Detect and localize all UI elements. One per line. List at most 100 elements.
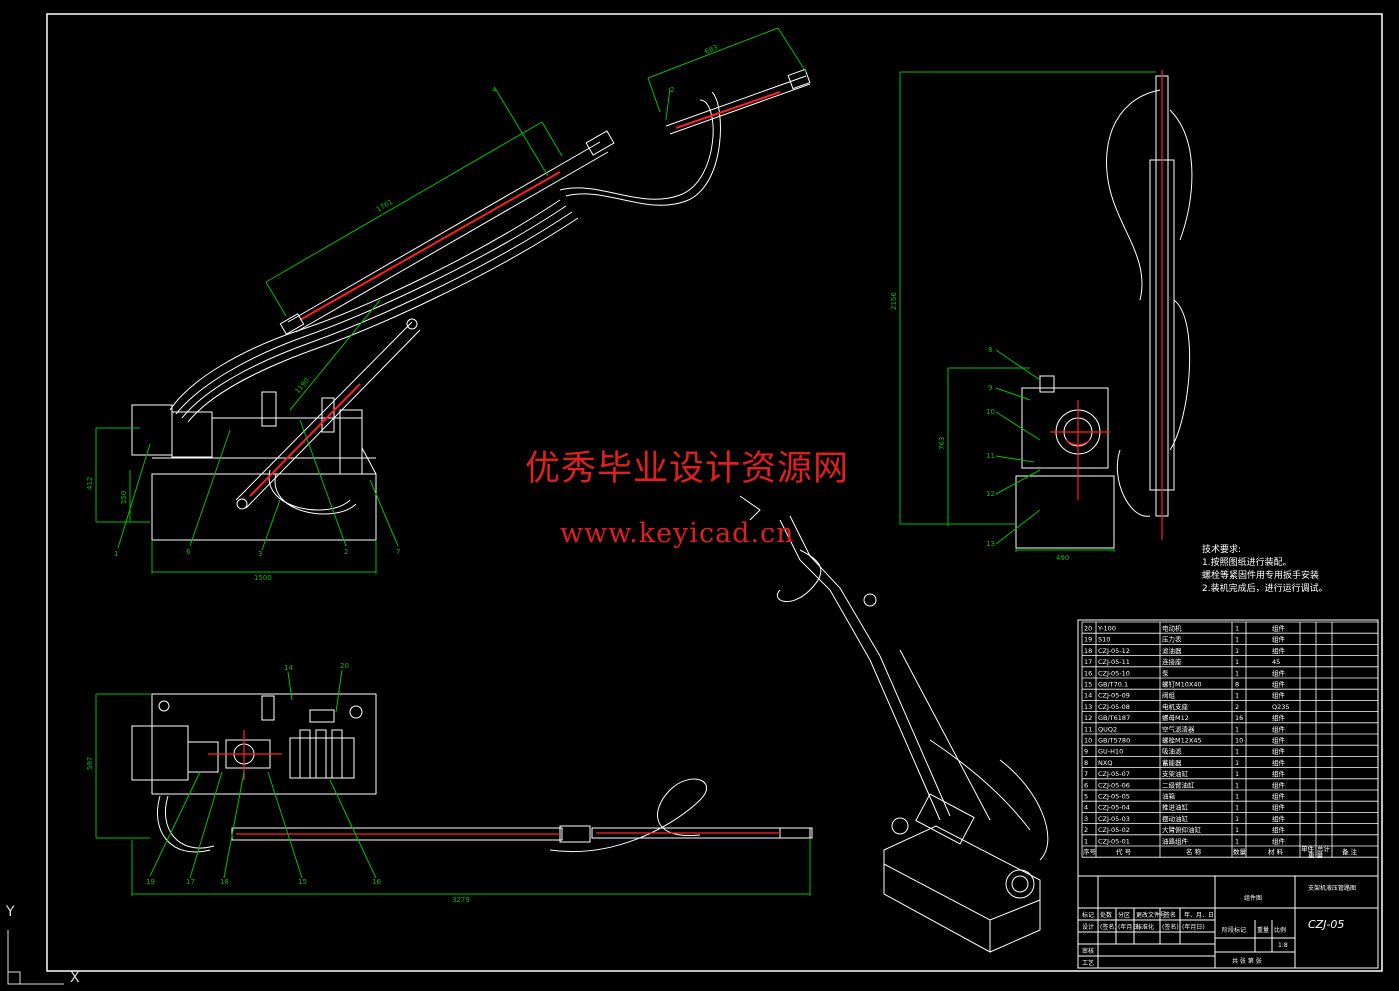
balloon-9: 9: [988, 384, 992, 392]
parts-row-code: GB/T6187: [1098, 714, 1130, 722]
parts-row-name: 吸油滤: [1162, 747, 1182, 756]
parts-row-qty: 10: [1235, 737, 1243, 745]
parts-row-name: 螺栓M12X45: [1162, 736, 1202, 745]
parts-row-no: 3: [1084, 815, 1088, 823]
front-upper-cylinder: [665, 68, 811, 135]
side-dimensions: [899, 71, 1156, 552]
dim-1761: 1761: [375, 198, 394, 214]
parts-row-material: 组件: [1272, 635, 1286, 644]
side-body: [1015, 75, 1193, 549]
dim-1500: 1500: [254, 574, 272, 582]
dim-412: 412: [86, 477, 94, 490]
parts-row-name: 电机支座: [1162, 702, 1189, 711]
parts-row-no: 5: [1084, 793, 1088, 801]
drawing-title: 支架机液压管路图: [1308, 884, 1356, 892]
balloon-4: 4: [492, 86, 497, 94]
parts-row-name: 压力表: [1162, 635, 1182, 644]
watermark-url[interactable]: www.keyicad.cn: [560, 518, 795, 549]
parts-row-code: CZJ-05-05: [1098, 793, 1130, 801]
parts-row-qty: 1: [1235, 692, 1239, 700]
parts-row-no: 9: [1084, 748, 1088, 756]
balloon-8: 8: [988, 346, 992, 354]
parts-row-no: 14: [1084, 692, 1092, 700]
parts-row-qty: 8: [1235, 681, 1239, 689]
balloon-13: 13: [986, 540, 995, 548]
scale-label: 比例: [1274, 926, 1286, 934]
parts-row-material: 组件: [1272, 769, 1286, 778]
parts-row-no: 2: [1084, 826, 1088, 834]
front-view: 1761 1190 683 412 250 1500 4 2 1 6 3 2 7: [86, 27, 811, 582]
dim-250: 250: [120, 491, 128, 504]
parts-row-qty: 1: [1235, 837, 1239, 845]
parts-row-qty: 1: [1235, 793, 1239, 801]
parts-row-code: CZJ-05-04: [1098, 804, 1130, 812]
title-row-label-1: 标记: [1082, 911, 1094, 919]
design-label-2: (签名): [1100, 923, 1117, 931]
parts-row-material: 组件: [1272, 836, 1286, 845]
parts-row-code: GB/T5780: [1098, 737, 1130, 745]
dim-490: 490: [1056, 554, 1069, 562]
parts-row-name: 空气滤清器: [1162, 724, 1195, 733]
parts-row-material: 组件: [1272, 814, 1286, 823]
parts-row-no: 8: [1084, 759, 1088, 767]
parts-row-material: 组件: [1272, 792, 1286, 801]
parts-row-code: GB/T70.1: [1098, 681, 1128, 689]
parts-row-material: 组件: [1272, 747, 1286, 756]
parts-row-material: 组件: [1272, 713, 1286, 722]
parts-header-code: 代 号: [1116, 847, 1132, 856]
parts-row-code: CZJ-05-06: [1098, 781, 1130, 789]
side-dimension-labels: 2156 763 490 8 9 10 11 12 13: [890, 292, 1069, 562]
parts-header-unit-weight: 单件: [1301, 844, 1315, 853]
balloon-15: 15: [298, 878, 307, 886]
parts-row-material: 组件: [1272, 624, 1286, 633]
watermark-site-name: 优秀毕业设计资源网: [525, 449, 850, 489]
parts-row-name: 油箱: [1162, 792, 1176, 801]
title-row-label-5: 签名: [1164, 911, 1176, 919]
parts-row-no: 11: [1084, 725, 1092, 733]
side-label-process: 工艺: [1082, 959, 1094, 967]
parts-row-name: 螺母M12: [1162, 713, 1189, 722]
parts-row-qty: 1: [1235, 669, 1239, 677]
front-hoses: [169, 91, 721, 515]
top-centerlines: [208, 730, 780, 835]
scale-value: 1:8: [1278, 942, 1288, 949]
parts-row-name: 连接座: [1162, 657, 1182, 666]
parts-row-no: 1: [1084, 837, 1088, 845]
balloon-11: 11: [986, 452, 995, 460]
parts-row-no: 7: [1084, 770, 1088, 778]
parts-row-code: QUQ2: [1098, 725, 1117, 733]
design-label-6: (年月日): [1182, 923, 1205, 931]
dim-763: 763: [938, 437, 946, 450]
parts-row-no: 13: [1084, 703, 1092, 711]
parts-row-material: 组件: [1272, 825, 1286, 834]
front-boom-cylinder: [279, 130, 615, 335]
front-dimensions: [95, 27, 807, 574]
title-row-label-4: 更改文件号: [1136, 911, 1166, 919]
parts-row-material: 组件: [1272, 680, 1286, 689]
parts-row-code: CZJ-05-09: [1098, 692, 1130, 700]
side-label-review: 审核: [1082, 947, 1094, 955]
design-label-1: 设计: [1082, 923, 1094, 931]
balloon-18: 18: [220, 878, 229, 886]
parts-row-code: S10: [1098, 636, 1110, 644]
parts-row-qty: 1: [1235, 770, 1239, 778]
parts-row-qty: 16: [1235, 714, 1243, 722]
parts-header-total-weight: 总计: [1317, 844, 1331, 853]
parts-row-qty: 1: [1235, 625, 1239, 633]
parts-row-code: CZJ-05-02: [1098, 826, 1130, 834]
parts-row-name: 推进油缸: [1162, 803, 1189, 812]
parts-row-name: 蓄能器: [1162, 758, 1182, 767]
technical-requirements: 技术要求: 1.按照图纸进行装配。 螺栓等紧固件用专用扳手安装 2.装机完成后，…: [1202, 544, 1328, 596]
parts-row-material: 组件: [1272, 646, 1286, 655]
parts-header-material: 材 料: [1268, 847, 1284, 856]
parts-header-name: 名 称: [1186, 847, 1202, 856]
parts-row-no: 16: [1084, 669, 1092, 677]
parts-row-material: Q235: [1272, 703, 1290, 711]
parts-header-remark: 备 注: [1342, 847, 1358, 856]
parts-row-qty: 1: [1235, 815, 1239, 823]
parts-row-qty: 1: [1235, 826, 1239, 834]
parts-row-code: CZJ-05-10: [1098, 669, 1130, 677]
parts-row-name: 泵: [1162, 669, 1169, 677]
parts-row-code: CZJ-05-08: [1098, 703, 1130, 711]
